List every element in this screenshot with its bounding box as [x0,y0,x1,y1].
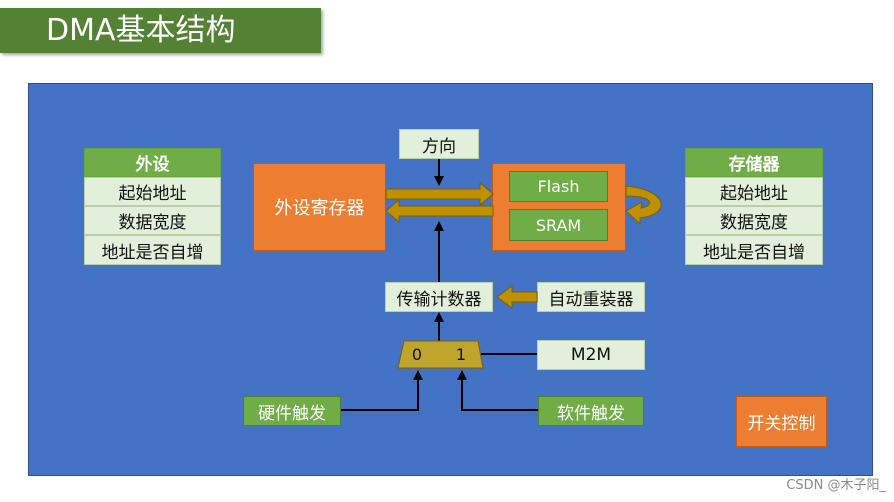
memory-loop-arrow [625,185,662,226]
transfer-counter-box: 传输计数器 [385,282,493,312]
mux-input-0: 0 [412,345,422,364]
arrow-memory-to-peripheral [385,198,494,224]
memory-address-increment: 地址是否自增 [685,235,823,265]
title-bar: DMA基本结构 [0,8,321,53]
peripheral-start-address: 起始地址 [84,177,221,206]
hardware-trigger-line [341,370,423,411]
sram-box: SRAM [509,209,608,241]
direction-box: 方向 [399,129,479,159]
software-trigger-line [457,370,538,411]
peripheral-data-width: 数据宽度 [84,206,221,235]
watermark: CSDN @木子阳_ [786,478,886,493]
peripheral-address-increment: 地址是否自增 [84,235,221,265]
peripheral-register-box: 外设寄存器 [253,163,386,251]
mux-input-1: 1 [456,345,466,364]
switch-control-box: 开关控制 [736,396,827,447]
flash-box: Flash [509,171,608,202]
arrow-peripheral-to-memory [385,181,494,207]
hardware-trigger-box: 硬件触发 [243,396,341,426]
auto-reload-box: 自动重装器 [537,282,645,312]
software-trigger-box: 软件触发 [538,396,644,426]
trigger-mux [397,340,484,369]
page-title: DMA基本结构 [46,13,236,48]
memory-data-width: 数据宽度 [685,206,823,235]
memory-header: 存储器 [685,148,823,177]
auto-reload-arrow [496,285,538,309]
memory-start-address: 起始地址 [685,177,823,206]
m2m-box: M2M [537,340,645,370]
peripheral-header: 外设 [84,148,221,177]
